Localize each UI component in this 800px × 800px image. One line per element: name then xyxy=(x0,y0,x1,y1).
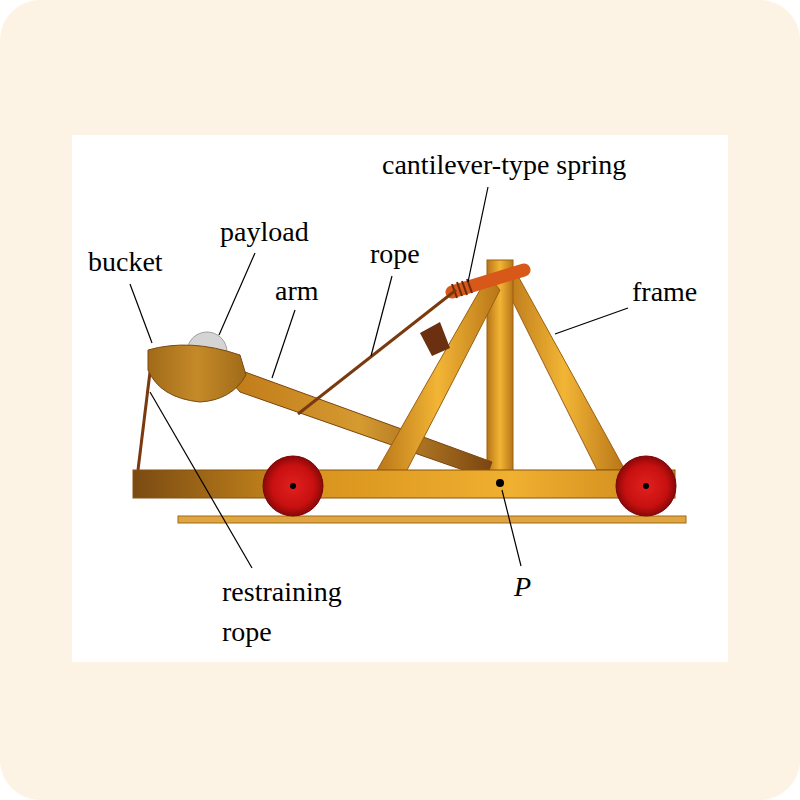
frame-base xyxy=(133,470,675,498)
leader-line xyxy=(502,490,521,566)
axle xyxy=(643,483,649,489)
arm xyxy=(228,372,492,478)
axle xyxy=(290,483,296,489)
part-label: payload xyxy=(220,215,309,249)
leader-line xyxy=(272,310,295,378)
bucket xyxy=(148,345,246,402)
stop-block xyxy=(420,322,450,356)
leader-lines xyxy=(130,187,628,568)
leader-line xyxy=(219,253,255,335)
part-label: restraining rope xyxy=(222,572,392,652)
part-label: rope xyxy=(370,237,420,271)
spring-rope-wraps xyxy=(452,279,472,298)
part-label: cantilever-type spring xyxy=(382,148,626,182)
point-label: P xyxy=(514,570,531,604)
rope xyxy=(298,290,456,414)
leader-line xyxy=(468,187,488,282)
part-label: arm xyxy=(275,274,319,308)
wheel xyxy=(616,456,676,516)
part-label: frame xyxy=(632,275,697,309)
frame-right-leg xyxy=(503,276,625,470)
wheel xyxy=(263,456,323,516)
inner-panel xyxy=(72,135,728,662)
ground xyxy=(178,516,686,523)
point-p xyxy=(496,479,504,487)
leader-line xyxy=(555,308,628,334)
part-label: bucket xyxy=(88,245,163,279)
leader-line xyxy=(130,284,152,343)
restraining-rope xyxy=(138,372,150,470)
leader-line xyxy=(150,392,252,568)
leader-line xyxy=(371,276,392,356)
